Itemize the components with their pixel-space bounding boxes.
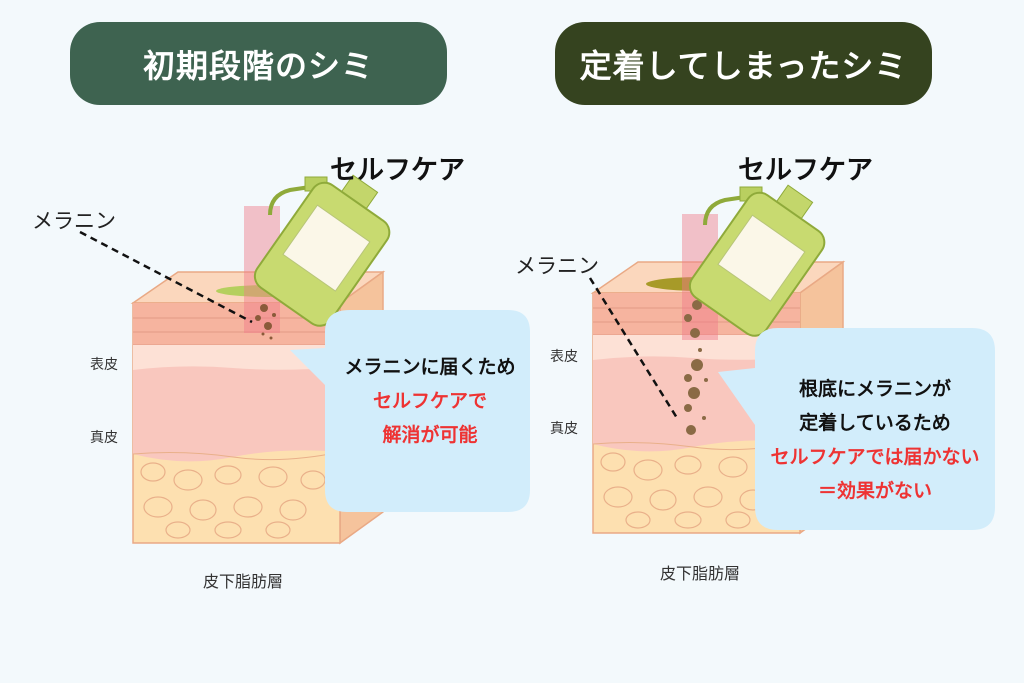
right-bubble-line3: セルフケアでは届かない <box>770 446 980 468</box>
right-melanin-pointer <box>588 277 679 419</box>
right-bubble-line2: 定着しているため <box>799 412 951 434</box>
right-bubble-line1: 根底にメラニンが <box>798 378 951 400</box>
right-bubble-line4: ＝効果がない <box>817 480 932 502</box>
right-bubble <box>718 328 995 530</box>
left-melanin-pointer <box>79 230 253 324</box>
right-title: 定着してしまったシミ <box>555 22 932 105</box>
right-subcutaneous-label: 皮下脂肪層 <box>660 564 741 583</box>
right-epidermis-label: 表皮 <box>550 349 578 365</box>
left-subcutaneous-label: 皮下脂肪層 <box>203 572 284 591</box>
right-melanin-label: メラニン <box>515 254 599 278</box>
left-melanin-label: メラニン <box>32 209 116 233</box>
right-selfcare-label: セルフケア <box>738 155 873 186</box>
left-title: 初期段階のシミ <box>70 22 447 105</box>
right-dermis-label: 真皮 <box>550 421 578 437</box>
right-melanin-dots <box>684 300 708 435</box>
left-dermis-label: 真皮 <box>90 430 118 446</box>
left-epidermis-label: 表皮 <box>90 357 118 373</box>
left-selfcare-label: セルフケア <box>330 155 465 186</box>
left-bubble-line1: メラニンに届くため <box>344 356 516 378</box>
left-bubble <box>290 310 530 512</box>
left-bubble-line3: 解消が可能 <box>382 424 478 446</box>
left-bubble-text: メラニンに届くため セルフケアで 解消が可能 <box>305 350 555 452</box>
left-bubble-line2: セルフケアで <box>372 390 487 412</box>
left-melanin-dots <box>255 304 276 340</box>
right-bubble-text: 根底にメラニンが 定着しているため セルフケアでは届かない ＝効果がない <box>730 372 1020 508</box>
